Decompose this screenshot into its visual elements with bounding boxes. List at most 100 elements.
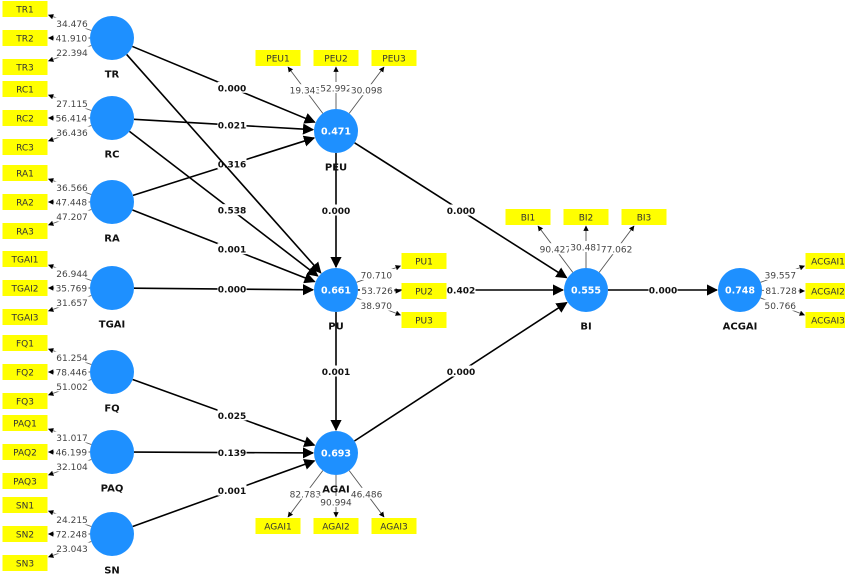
path-rc-pu[interactable] xyxy=(128,130,319,277)
indicator-bi2[interactable]: BI2 xyxy=(563,209,609,225)
indicator-pu3[interactable]: PU3 xyxy=(401,312,447,328)
indicator-fq1[interactable]: FQ1 xyxy=(2,335,48,351)
indicator-rc2[interactable]: RC2 xyxy=(2,110,48,126)
indicator-box[interactable] xyxy=(255,50,301,66)
indicator-box[interactable] xyxy=(371,50,417,66)
indicator-box[interactable] xyxy=(2,364,48,380)
indicator-box[interactable] xyxy=(255,518,301,534)
indicator-fq3[interactable]: FQ3 xyxy=(2,393,48,409)
indicator-tgai2[interactable]: TGAI2 xyxy=(2,280,48,296)
indicator-pu1[interactable]: PU1 xyxy=(401,253,447,269)
construct-circle[interactable] xyxy=(90,430,134,474)
indicator-box[interactable] xyxy=(805,283,845,299)
indicator-box[interactable] xyxy=(401,312,447,328)
indicator-box[interactable] xyxy=(2,393,48,409)
indicator-box[interactable] xyxy=(2,309,48,325)
indicator-tr2[interactable]: TR2 xyxy=(2,30,48,46)
indicator-box[interactable] xyxy=(2,444,48,460)
indicator-acgai1[interactable]: ACGAI1 xyxy=(805,253,845,269)
indicator-box[interactable] xyxy=(2,497,48,513)
construct-circle[interactable] xyxy=(90,16,134,60)
indicator-acgai3[interactable]: ACGAI3 xyxy=(805,312,845,328)
construct-paq[interactable]: PAQ xyxy=(90,430,134,495)
indicator-agai3[interactable]: AGAI3 xyxy=(371,518,417,534)
indicator-agai2[interactable]: AGAI2 xyxy=(313,518,359,534)
construct-circle[interactable] xyxy=(90,96,134,140)
construct-circle[interactable] xyxy=(314,268,358,312)
indicator-peu1[interactable]: PEU1 xyxy=(255,50,301,66)
construct-circle[interactable] xyxy=(564,268,608,312)
indicator-box[interactable] xyxy=(2,194,48,210)
indicator-box[interactable] xyxy=(805,253,845,269)
construct-tgai[interactable]: TGAI xyxy=(90,266,134,331)
indicator-paq2[interactable]: PAQ2 xyxy=(2,444,48,460)
indicator-box[interactable] xyxy=(2,251,48,267)
indicator-sn2[interactable]: SN2 xyxy=(2,526,48,542)
construct-fq[interactable]: FQ xyxy=(90,350,134,415)
indicator-box[interactable] xyxy=(563,209,609,225)
indicator-box[interactable] xyxy=(2,139,48,155)
indicator-box[interactable] xyxy=(2,335,48,351)
indicator-box[interactable] xyxy=(2,1,48,17)
construct-circle[interactable] xyxy=(90,512,134,556)
construct-sn[interactable]: SN xyxy=(90,512,134,577)
indicator-box[interactable] xyxy=(505,209,551,225)
indicator-box[interactable] xyxy=(2,110,48,126)
construct-circle[interactable] xyxy=(90,350,134,394)
indicator-box[interactable] xyxy=(401,253,447,269)
indicator-box[interactable] xyxy=(2,59,48,75)
indicator-agai1[interactable]: AGAI1 xyxy=(255,518,301,534)
path-tr-pu[interactable] xyxy=(126,53,322,274)
construct-circle[interactable] xyxy=(90,180,134,224)
indicator-ra3[interactable]: RA3 xyxy=(2,223,48,239)
indicator-box[interactable] xyxy=(313,518,359,534)
indicator-box[interactable] xyxy=(2,415,48,431)
indicator-tgai1[interactable]: TGAI1 xyxy=(2,251,48,267)
indicator-box[interactable] xyxy=(401,283,447,299)
indicator-tgai3[interactable]: TGAI3 xyxy=(2,309,48,325)
indicator-box[interactable] xyxy=(2,473,48,489)
indicator-sn1[interactable]: SN1 xyxy=(2,497,48,513)
indicator-acgai2[interactable]: ACGAI2 xyxy=(805,283,845,299)
indicator-box[interactable] xyxy=(621,209,667,225)
indicator-box[interactable] xyxy=(2,30,48,46)
indicator-fq2[interactable]: FQ2 xyxy=(2,364,48,380)
indicator-peu2[interactable]: PEU2 xyxy=(313,50,359,66)
indicator-box[interactable] xyxy=(2,165,48,181)
indicator-paq1[interactable]: PAQ1 xyxy=(2,415,48,431)
indicator-box[interactable] xyxy=(371,518,417,534)
construct-circle[interactable] xyxy=(90,266,134,310)
indicator-rc3[interactable]: RC3 xyxy=(2,139,48,155)
indicator-box[interactable] xyxy=(805,312,845,328)
indicator-box[interactable] xyxy=(2,81,48,97)
outer-loading-pu3-bg xyxy=(359,299,394,311)
indicator-sn3[interactable]: SN3 xyxy=(2,555,48,571)
construct-ra[interactable]: RA xyxy=(90,180,134,245)
indicator-pu2[interactable]: PU2 xyxy=(401,283,447,299)
indicator-tr1[interactable]: TR1 xyxy=(2,1,48,17)
indicator-box[interactable] xyxy=(2,280,48,296)
construct-circle[interactable] xyxy=(314,431,358,475)
indicator-bi1[interactable]: BI1 xyxy=(505,209,551,225)
construct-circle[interactable] xyxy=(718,268,762,312)
indicator-tr3[interactable]: TR3 xyxy=(2,59,48,75)
indicator-ra1[interactable]: RA1 xyxy=(2,165,48,181)
indicator-rc1[interactable]: RC1 xyxy=(2,81,48,97)
indicator-ra2[interactable]: RA2 xyxy=(2,194,48,210)
indicator-box[interactable] xyxy=(2,526,48,542)
construct-rc[interactable]: RC xyxy=(90,96,134,161)
construct-circle[interactable] xyxy=(314,109,358,153)
indicator-box[interactable] xyxy=(313,50,359,66)
indicator-box[interactable] xyxy=(2,223,48,239)
indicator-peu3[interactable]: PEU3 xyxy=(371,50,417,66)
construct-tr[interactable]: TR xyxy=(90,16,134,81)
indicator-box[interactable] xyxy=(2,555,48,571)
indicator-paq3[interactable]: PAQ3 xyxy=(2,473,48,489)
indicator-bi3[interactable]: BI3 xyxy=(621,209,667,225)
